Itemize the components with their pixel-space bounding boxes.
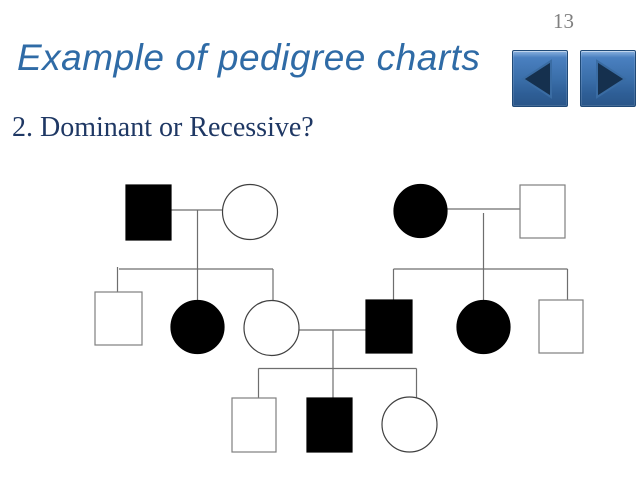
previous-slide-button[interactable] (512, 50, 568, 107)
page-title: Example of pedigree charts (17, 37, 481, 78)
pedigree-individual-left-g2-daughter2 (243, 299, 300, 357)
right-triangle-icon (596, 58, 627, 99)
pedigree-individual-right-g1-mother (393, 183, 448, 239)
pedigree-individual-left-g2-daughter1 (170, 299, 225, 355)
pedigree-individual-right-g1-father (519, 184, 566, 239)
pedigree-individual-left-g1-mother (221, 183, 279, 241)
pedigree-individual-left-g2-son (94, 291, 143, 346)
pedigree-individual-left-g1-father (125, 184, 172, 241)
pedigree-individual-right-g2-daughter (456, 299, 511, 355)
question-heading: 2. Dominant or Recessive? (12, 112, 314, 143)
pedigree-individual-right-g2-son2 (538, 299, 584, 354)
pedigree-individual-g3-son1 (231, 397, 277, 453)
page-number: 13 (553, 9, 574, 33)
left-triangle-icon (521, 58, 552, 99)
pedigree-individual-right-g2-son1 (365, 299, 413, 354)
next-slide-button[interactable] (580, 50, 636, 107)
pedigree-individual-g3-son2 (306, 397, 353, 453)
pedigree-individual-g3-daughter (381, 396, 438, 453)
slide-nav (512, 50, 636, 107)
